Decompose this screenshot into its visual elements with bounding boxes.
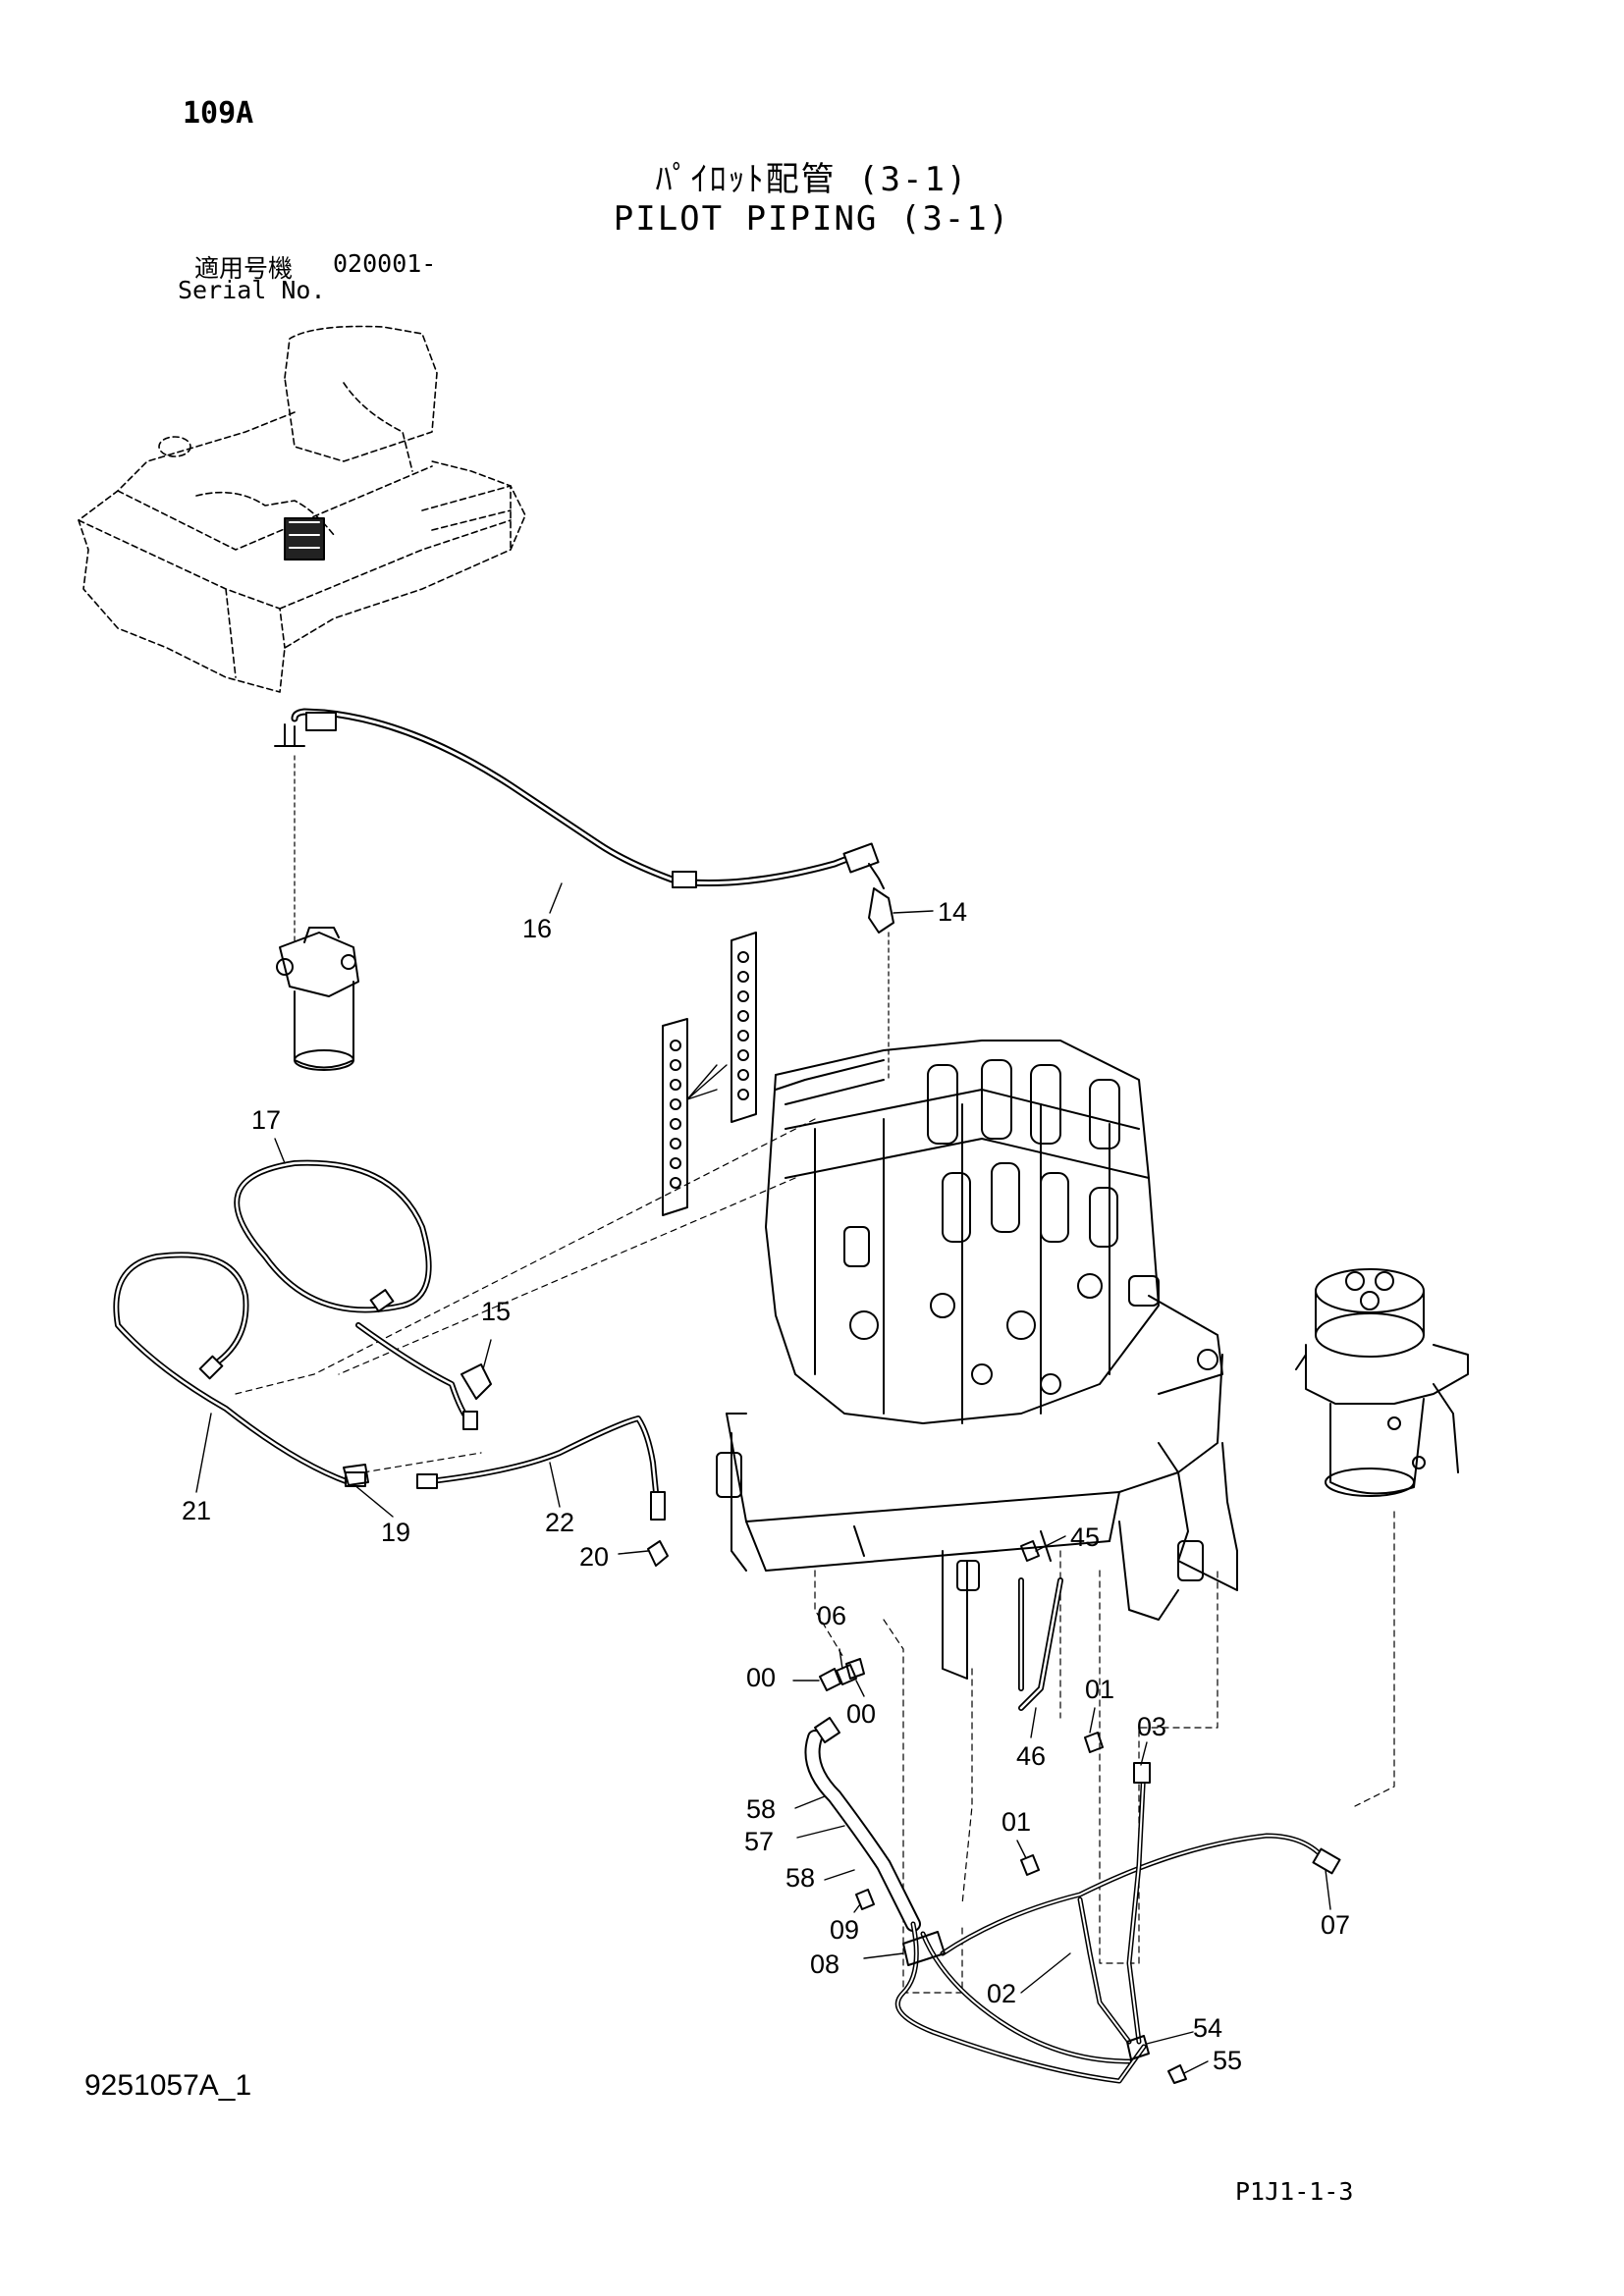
fitting-15 [460, 1363, 492, 1400]
callout-55: 55 [1213, 2046, 1242, 2075]
callout-14: 14 [938, 897, 967, 927]
terminal-strips [662, 932, 757, 1216]
callout-02: 02 [987, 1979, 1016, 2008]
serial-value: 020001- [333, 249, 437, 278]
callout-19: 19 [381, 1518, 410, 1547]
hose-46 [1018, 1540, 1063, 1711]
callout-58-bottom: 58 [785, 1863, 815, 1893]
callout-46: 46 [1016, 1741, 1046, 1771]
serial-label-japanese: 適用号機 [194, 254, 294, 283]
document-id: 9251057A_1 [84, 2069, 252, 2102]
hose-16 [274, 708, 885, 889]
fitting-14 [868, 887, 894, 1081]
title-english: PILOT PIPING (3-1) [613, 199, 1011, 239]
fittings-00-06 [819, 1658, 865, 1691]
callout-06: 06 [817, 1601, 846, 1630]
swing-motor [1295, 1268, 1469, 1497]
callout-16: 16 [522, 914, 552, 943]
callout-01-bottom: 01 [1001, 1807, 1031, 1837]
serial-label-english: Serial No. [178, 276, 326, 304]
callout-07: 07 [1321, 1910, 1350, 1940]
callout-22: 22 [545, 1508, 574, 1537]
hoses-02-03-07 [894, 1762, 1341, 2084]
pilot-filter [276, 755, 359, 1071]
callout-58-top: 58 [746, 1794, 776, 1824]
hoses-57-58 [804, 1717, 921, 1932]
callout-15: 15 [481, 1297, 511, 1326]
callout-17: 17 [251, 1105, 281, 1135]
callout-numbers: 16 14 17 15 21 19 22 20 45 06 00 00 46 0… [182, 897, 1350, 2075]
callout-leaders [195, 882, 1331, 2074]
callout-54: 54 [1193, 2013, 1222, 2043]
callout-00-right: 00 [846, 1699, 876, 1729]
callout-01-top: 01 [1085, 1675, 1114, 1704]
callout-03: 03 [1137, 1712, 1166, 1741]
fitting-20 [647, 1540, 669, 1567]
machine-locator-thumbnail [78, 325, 526, 693]
page-code: P1J1-1-3 [1235, 2177, 1354, 2206]
callout-09: 09 [830, 1915, 859, 1945]
callout-21: 21 [182, 1496, 211, 1525]
hose-22 [416, 1415, 666, 1521]
page-number: 109A [183, 96, 254, 131]
callout-20: 20 [579, 1542, 609, 1572]
fitting-19 [343, 1464, 369, 1486]
hose-17 [234, 1159, 478, 1430]
hose-21 [113, 1252, 366, 1487]
highlighted-valve-block [284, 517, 325, 561]
callout-45: 45 [1070, 1522, 1100, 1552]
control-valve-assembly [765, 1040, 1223, 1424]
title-japanese: ﾊﾟｲﾛｯﾄ配管 (3-1) [655, 160, 969, 199]
callout-08: 08 [810, 1949, 839, 1979]
mounting-frame [716, 1354, 1238, 1680]
callout-57: 57 [744, 1827, 774, 1856]
callout-00-left: 00 [746, 1663, 776, 1692]
